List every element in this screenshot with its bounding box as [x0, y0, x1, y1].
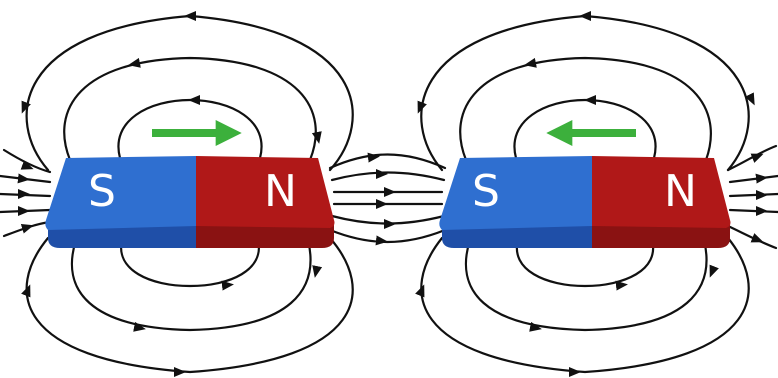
field-line [515, 238, 655, 288]
field-line [0, 192, 52, 198]
field-arrow [612, 280, 628, 291]
field-line [330, 171, 446, 182]
field-line [25, 236, 354, 374]
field-line [726, 144, 778, 172]
field-line [420, 14, 750, 172]
field-line [420, 236, 750, 374]
south-pole-label: S [88, 166, 116, 217]
field-arrow [709, 262, 719, 278]
bar-magnet-left: S N [45, 156, 335, 248]
field-line [0, 174, 52, 184]
north-pole-label: N [264, 166, 297, 217]
north-pole-label: N [664, 166, 697, 217]
field-arrow [130, 321, 146, 332]
field-line [726, 224, 778, 250]
field-line [459, 56, 712, 162]
field-arrow [312, 262, 323, 278]
field-line [120, 238, 260, 288]
field-line [728, 208, 778, 214]
field-arrow [218, 280, 234, 291]
field-line [63, 56, 317, 162]
field-line [465, 238, 708, 332]
field-arrow [20, 160, 34, 170]
bar-magnet-right: S N [439, 156, 731, 248]
field-line [25, 14, 354, 172]
field-line [2, 148, 52, 174]
north-pole [592, 156, 731, 228]
field-line [71, 238, 312, 332]
field-line [328, 153, 447, 170]
south-pole [45, 156, 197, 230]
field-line [2, 220, 52, 238]
field-arrow [744, 92, 755, 106]
south-pole [439, 156, 592, 230]
north-pole [196, 156, 335, 228]
field-arrow [526, 321, 542, 332]
south-pole-label: S [472, 166, 500, 217]
field-line [728, 174, 778, 184]
field-line [0, 208, 52, 214]
field-line [330, 214, 446, 225]
field-line [728, 192, 778, 198]
field-line [328, 228, 447, 244]
